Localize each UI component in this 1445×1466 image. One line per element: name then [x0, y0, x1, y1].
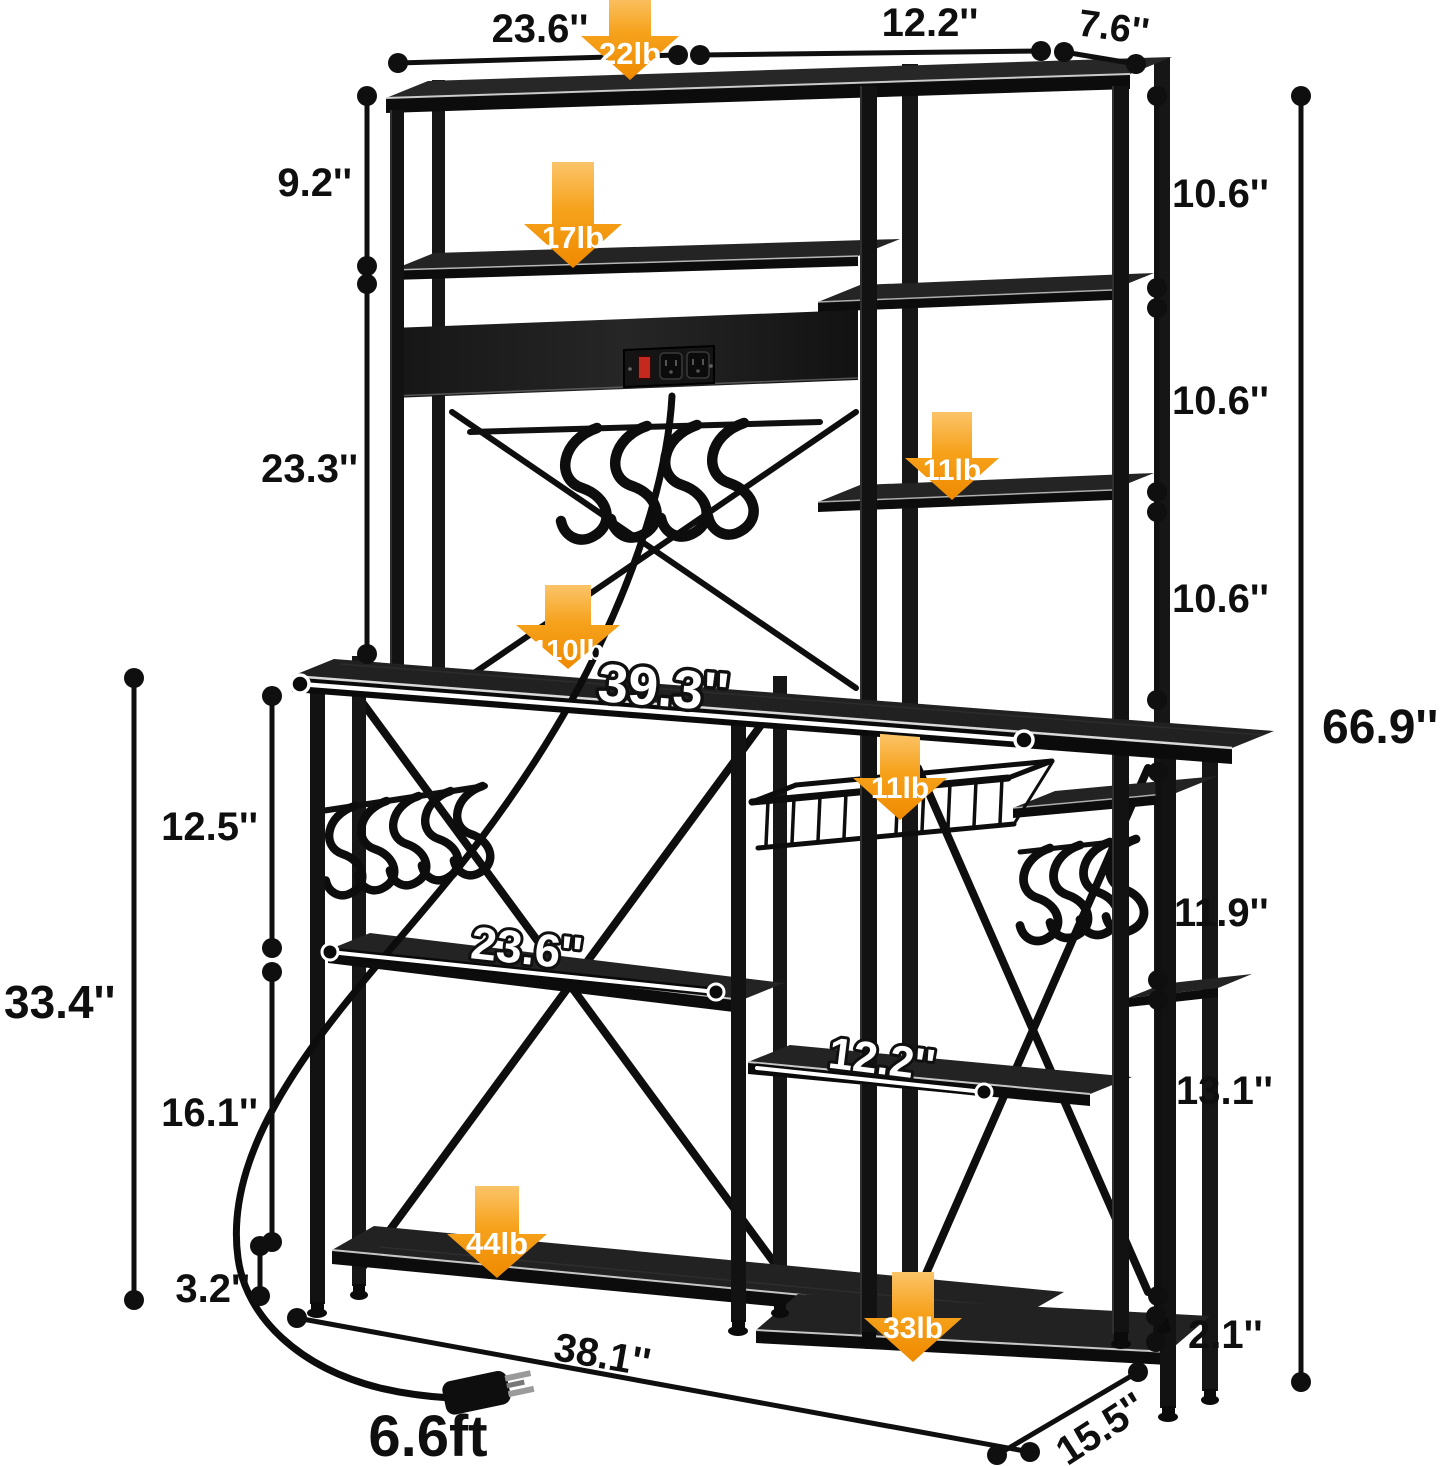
dim-right-upper-gap: 11.9'' [1174, 891, 1269, 935]
dim-right-gap-3: 10.6'' [1172, 577, 1269, 621]
dim-hutch-top-gap: 9.2'' [277, 161, 352, 205]
dim-right-gap-2: 10.6'' [1172, 379, 1269, 423]
right-bay-shelf-middle [1128, 974, 1252, 1007]
weight-label-basket: 11lb [871, 772, 929, 805]
outlet-socket-1 [659, 352, 683, 380]
power-cord [232, 392, 676, 1415]
power-outlet-panel [623, 344, 715, 389]
power-strip-board [391, 310, 859, 398]
dim-worktop-width: 39.3'' [596, 653, 731, 723]
weight-label-worktop: 110lb [532, 635, 605, 667]
weight-arrow-bottom-shelf [447, 1186, 547, 1278]
right-shelf-width-line [752, 1063, 994, 1102]
hutch-shelf-board [391, 239, 900, 280]
worktop-width-line [289, 673, 1035, 751]
weight-label-top-shelf: 22lb [599, 36, 661, 71]
dim-right-gap-1: 10.6'' [1172, 172, 1269, 216]
dimension-labels: 23.6'' 12.2'' 7.6'' 9.2'' 23.3'' 10.6'' … [4, 1, 1438, 1466]
white-shelf-dimensions: 39.3'' 23.6'' 12.2'' [289, 650, 1035, 1102]
weight-label-hutch-shelf: 17lb [542, 220, 604, 255]
outlet-socket-2 [686, 351, 710, 379]
weight-arrow-tower-shelf [905, 412, 999, 500]
dimension-lines [131, 48, 1304, 1458]
weight-arrow-worktop [516, 585, 620, 669]
right-side-hooks [1020, 839, 1144, 941]
dim-left-ground-clearance: 3.2'' [175, 1267, 250, 1311]
dimension-dots [124, 41, 1311, 1465]
dim-hutch-left-height: 23.3'' [261, 447, 358, 491]
dim-lower-left-height: 33.4'' [4, 976, 115, 1028]
weight-label-bottom-shelf: 44lb [466, 1226, 528, 1261]
middle-shelf-width-line [320, 942, 726, 1002]
dim-top-left-width: 23.6'' [492, 7, 589, 51]
power-plug [442, 1370, 535, 1415]
weight-capacity-arrows: 22lb 17lb 11lb 110lb 11lb 44lb 33lb [447, 0, 999, 1362]
top-shelf-board [385, 57, 1172, 113]
rack-structure [232, 57, 1274, 1422]
weight-arrow-bottom-right-shelf [864, 1272, 962, 1362]
weight-arrow-hutch-shelf [524, 162, 622, 268]
dim-base-width: 38.1'' [551, 1325, 654, 1385]
weight-label-bottom-right-shelf: 33lb [883, 1312, 943, 1345]
dim-top-right-width: 12.2'' [882, 1, 979, 45]
weight-label-tower-shelf: 11lb [923, 454, 981, 487]
weight-arrow-basket [853, 733, 947, 820]
dim-shelf-to-bottom: 16.1'' [161, 1091, 258, 1135]
dim-worktop-to-shelf: 12.5'' [161, 805, 258, 849]
dim-right-ground-clearance: 2.1'' [1188, 1313, 1263, 1357]
left-side-hooks [312, 786, 490, 895]
bottom-right-shelf-board [755, 1294, 1210, 1365]
dim-top-depth: 7.6'' [1076, 2, 1152, 53]
power-switch-red [637, 355, 652, 380]
dim-cord-length: 6.6ft [368, 1404, 487, 1466]
dim-total-height: 66.9'' [1322, 701, 1438, 754]
hutch-hook-rail [467, 422, 823, 540]
dim-right-lower-gap: 13.1'' [1176, 1069, 1273, 1113]
front-legs [310, 86, 1176, 1408]
weight-arrow-top-shelf [581, 0, 679, 80]
